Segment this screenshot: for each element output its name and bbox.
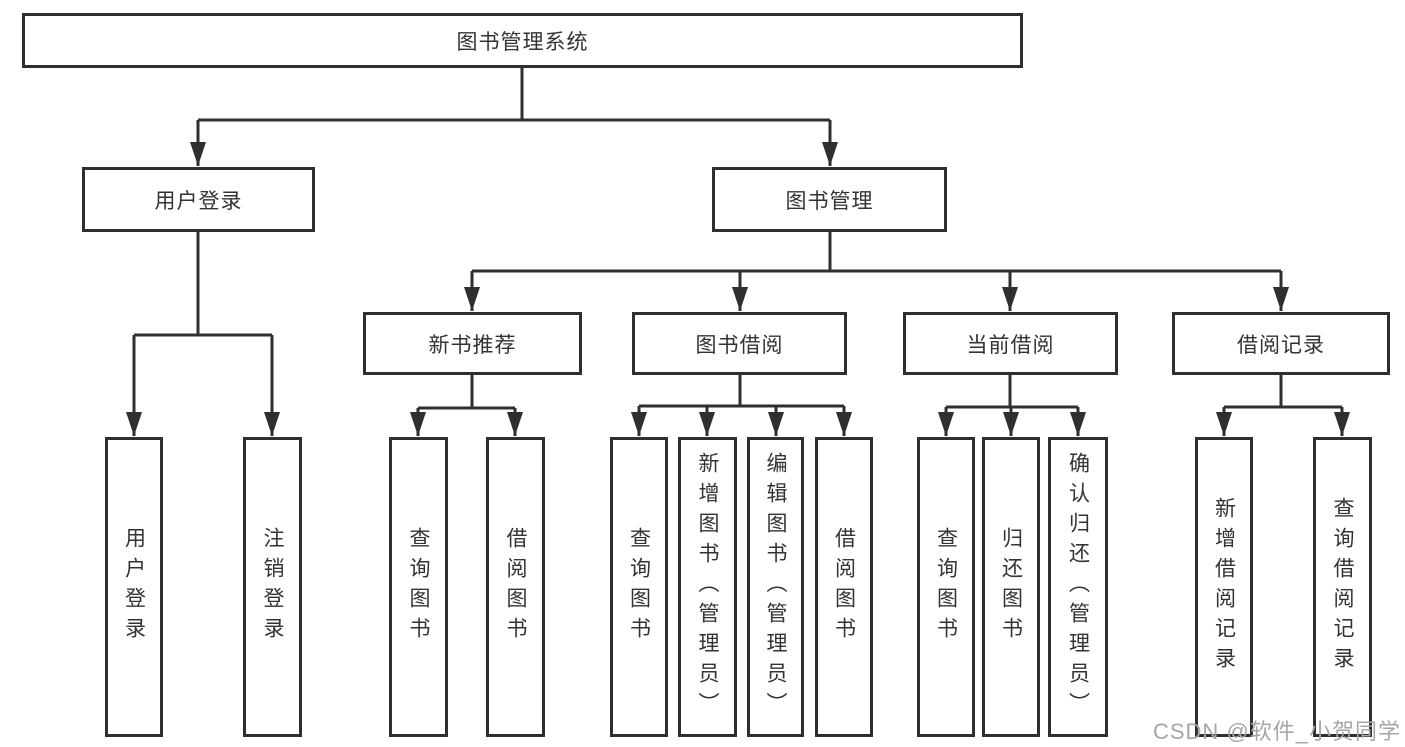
leaf-return-books: 归还图书 bbox=[982, 437, 1040, 737]
leaf-query-borrow-record: 查询借阅记录 bbox=[1313, 437, 1372, 737]
node-current-borrow: 当前借阅 bbox=[903, 312, 1118, 375]
leaf-confirm-return-admin: 确认归还（管理员） bbox=[1048, 437, 1108, 737]
node-user-login: 用户登录 bbox=[82, 167, 315, 232]
leaf-add-borrow-record: 新增借阅记录 bbox=[1195, 437, 1253, 737]
leaf-query-books-current: 查询图书 bbox=[917, 437, 975, 737]
node-book-management: 图书管理 bbox=[712, 167, 947, 232]
leaf-user-login: 用户登录 bbox=[105, 437, 163, 737]
leaf-add-books-admin: 新增图书（管理员） bbox=[678, 437, 737, 737]
node-library-management-system: 图书管理系统 bbox=[22, 13, 1023, 68]
leaf-query-books-recommend: 查询图书 bbox=[389, 437, 448, 737]
leaf-edit-books-admin: 编辑图书（管理员） bbox=[747, 437, 804, 737]
leaf-query-books-borrow: 查询图书 bbox=[610, 437, 668, 737]
node-borrow-records: 借阅记录 bbox=[1172, 312, 1390, 375]
leaf-borrow-books: 借阅图书 bbox=[815, 437, 873, 737]
leaf-logout: 注销登录 bbox=[243, 437, 302, 737]
leaf-borrow-books-recommend: 借阅图书 bbox=[486, 437, 545, 737]
watermark: CSDN @软件_小贺同学 bbox=[1152, 719, 1401, 744]
node-new-book-recommend: 新书推荐 bbox=[363, 312, 582, 375]
node-book-borrow: 图书借阅 bbox=[632, 312, 847, 375]
